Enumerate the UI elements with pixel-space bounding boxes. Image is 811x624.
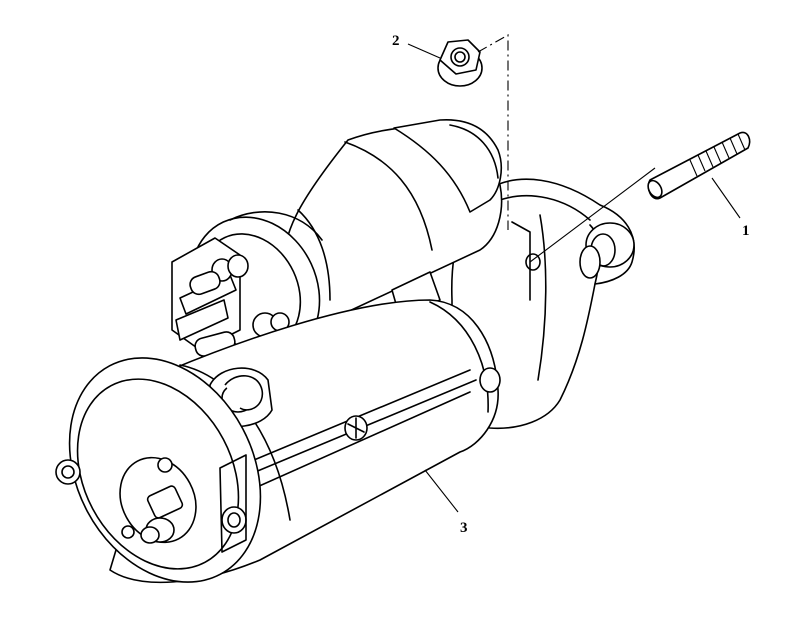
leader-line-1 <box>711 177 741 219</box>
nut-axis-line <box>477 34 509 230</box>
leader-line-2 <box>407 43 441 59</box>
callout-1: 1 <box>742 223 750 239</box>
solenoid <box>171 119 503 364</box>
leader-line-3 <box>424 469 459 513</box>
callout-2: 2 <box>392 33 400 49</box>
through-bolt <box>529 131 751 263</box>
end-cap <box>55 357 262 583</box>
callout-3: 3 <box>460 520 468 536</box>
drive-end-housing <box>450 178 635 430</box>
flange-nut <box>437 39 483 87</box>
